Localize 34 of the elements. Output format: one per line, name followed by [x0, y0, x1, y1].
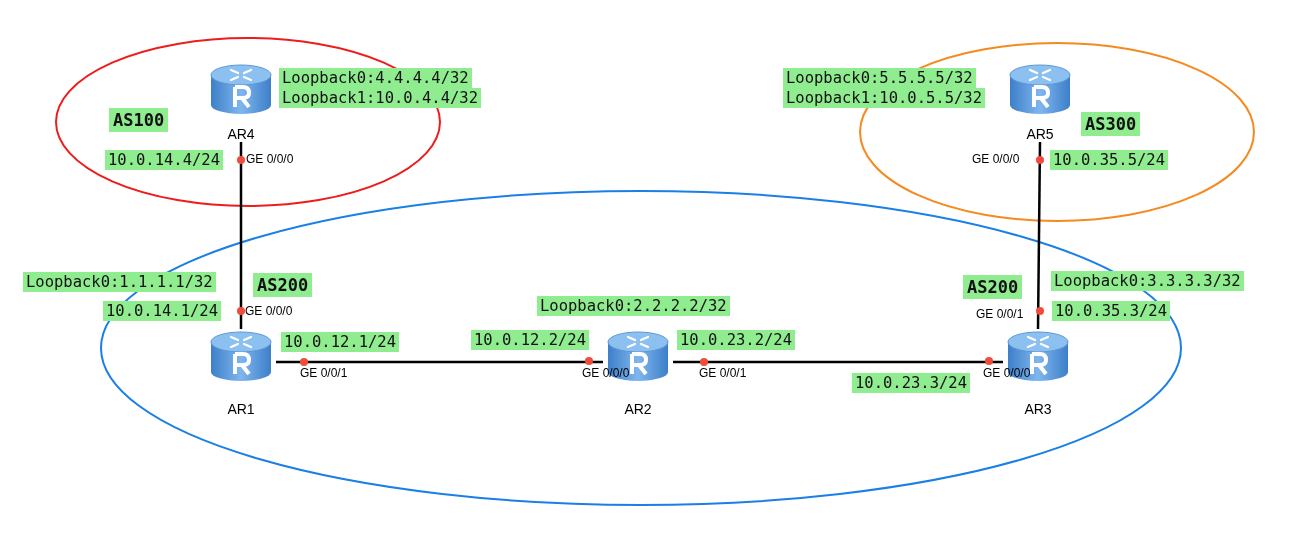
- router-label: AR4: [226, 126, 256, 142]
- loopback-address: Loopback0:3.3.3.3/32: [1051, 271, 1244, 291]
- loopback-address: Loopback1:10.0.5.5/32: [783, 88, 985, 108]
- ip-address: 10.0.35.5/24: [1050, 150, 1168, 170]
- link-line: [239, 142, 243, 329]
- ip-address: 10.0.23.2/24: [677, 330, 795, 350]
- router-label: AR5: [1025, 126, 1055, 142]
- ip-address: 10.0.12.1/24: [281, 332, 399, 352]
- interface-label: GE 0/0/0: [245, 304, 293, 318]
- link-line: [673, 360, 1003, 364]
- as-label: AS200: [253, 273, 313, 297]
- interface-label: GE 0/0/0: [972, 152, 1020, 166]
- router-label: AR2: [623, 401, 653, 417]
- loopback-address: Loopback0:5.5.5.5/32: [783, 68, 976, 88]
- link-line: [1036, 142, 1042, 329]
- interface-label: GE 0/0/0: [246, 152, 294, 166]
- ip-address: 10.0.14.1/24: [103, 301, 221, 321]
- interface-label: GE 0/0/1: [976, 307, 1024, 321]
- loopback-address: Loopback0:2.2.2.2/32: [537, 296, 730, 316]
- interface-label: GE 0/0/1: [699, 366, 747, 380]
- as-label: AS200: [963, 275, 1023, 299]
- ip-address: 10.0.12.2/24: [471, 330, 589, 350]
- as-label: AS100: [109, 108, 169, 132]
- interface-label: GE 0/0/1: [300, 366, 348, 380]
- loopback-address: Loopback0:4.4.4.4/32: [279, 68, 472, 88]
- link-line: [276, 360, 603, 364]
- router-label: AR3: [1023, 401, 1053, 417]
- loopback-address: Loopback1:10.0.4.4/32: [279, 88, 481, 108]
- router-label: AR1: [226, 401, 256, 417]
- as-label: AS300: [1081, 112, 1141, 136]
- ip-address: 10.0.14.4/24: [105, 150, 223, 170]
- ip-address: 10.0.23.3/24: [852, 373, 970, 393]
- ip-address: 10.0.35.3/24: [1052, 301, 1170, 321]
- loopback-address: Loopback0:1.1.1.1/32: [23, 272, 216, 292]
